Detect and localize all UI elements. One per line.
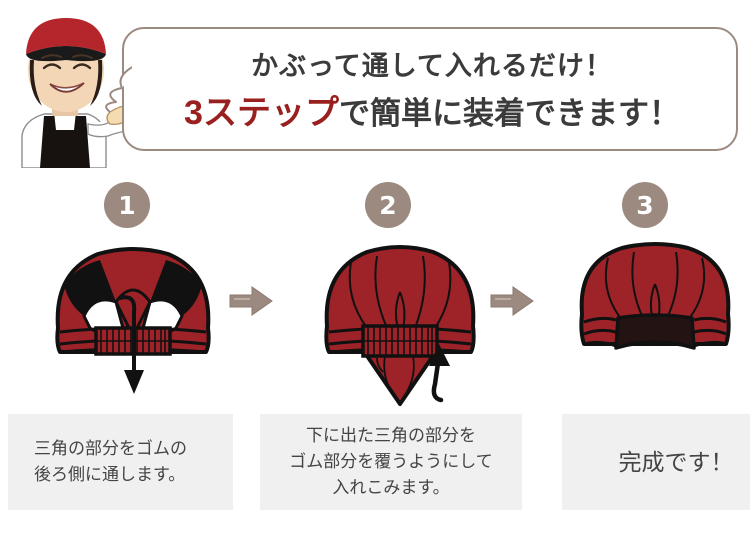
presenter-photo <box>0 8 134 169</box>
step-badge-2: 2 <box>365 182 411 228</box>
headline-line-1: かぶって通して入れるだけ！ <box>251 51 613 81</box>
step-illustration-2 <box>305 232 495 410</box>
headline-highlight: 3ステップ <box>184 94 339 132</box>
step-illustration-3 <box>560 232 750 372</box>
caption-line: 下に出た三角の部分を <box>306 426 476 445</box>
headline-rest: で簡単に装着できます！ <box>338 96 680 131</box>
step-caption-2: 下に出た三角の部分を ゴム部分を覆うようにして 入れこみます。 <box>260 414 522 510</box>
caption-line: 入れこみます。 <box>332 478 450 497</box>
step-badge-1: 1 <box>104 182 150 228</box>
step-illustration-1 <box>38 232 228 410</box>
speech-bubble <box>122 27 738 151</box>
caption-line: 三角の部分をゴムの <box>34 439 187 458</box>
caption-line: 完成です！ <box>618 449 734 475</box>
step-badge-3: 3 <box>622 182 668 228</box>
arrow-right-icon-1 <box>228 283 274 319</box>
step-caption-3: 完成です！ <box>562 414 750 510</box>
headline-line-2: 3ステップで簡単に装着できます！ <box>184 85 680 134</box>
arrow-right-icon-2 <box>489 283 535 319</box>
headline-block: かぶって通して入れるだけ！ 3ステップで簡単に装着できます！ <box>130 30 734 148</box>
step-caption-1: 三角の部分をゴムの 後ろ側に通します。 <box>8 414 233 510</box>
caption-line: ゴム部分を覆うようにして <box>289 452 493 471</box>
caption-line: 後ろ側に通します。 <box>34 465 186 484</box>
speech-bubble-tail <box>96 62 136 114</box>
